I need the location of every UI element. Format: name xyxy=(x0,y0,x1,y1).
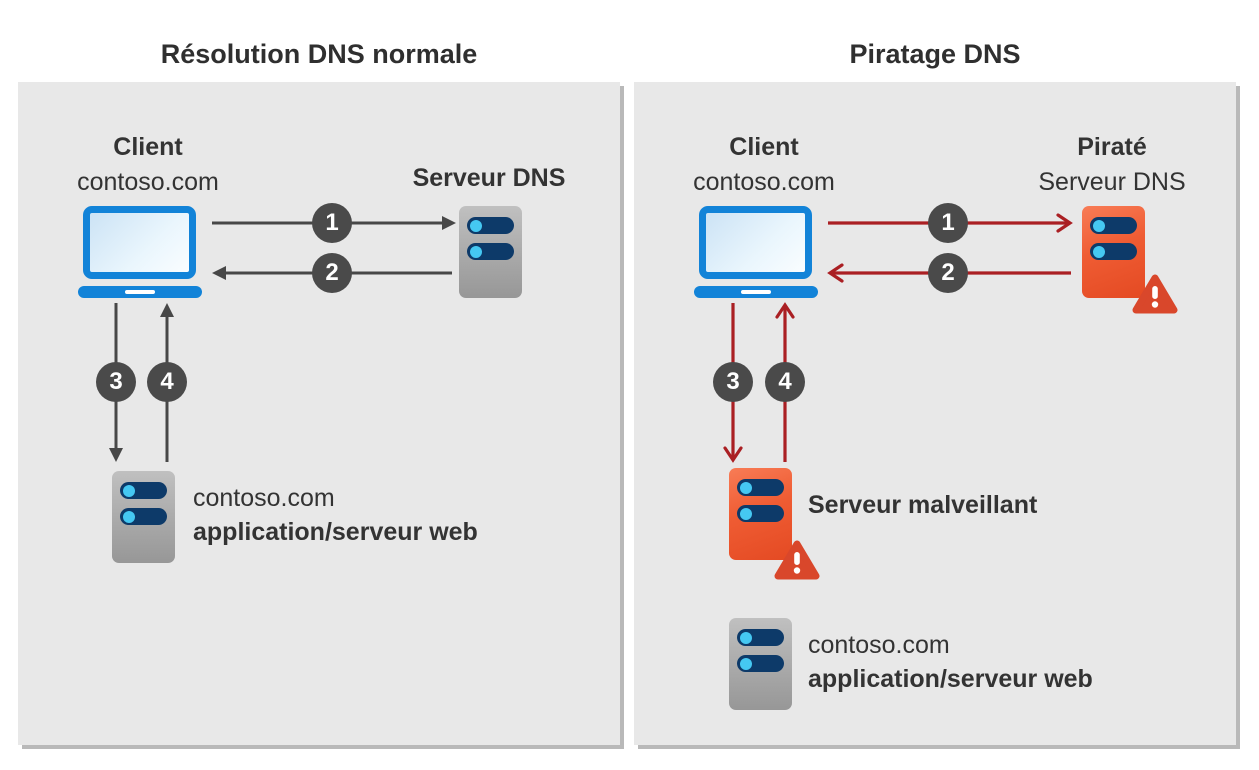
laptop-base xyxy=(78,286,202,298)
right-panel-title: Piratage DNS xyxy=(849,39,1021,69)
dns-server-label: Serveur DNS xyxy=(412,164,566,192)
server-slot xyxy=(1090,243,1137,260)
malicious-server-label: Serveur malveillant xyxy=(808,491,1038,519)
laptop-base xyxy=(694,286,818,298)
step-4-badge: 4 xyxy=(147,362,187,402)
web-server-icon xyxy=(729,618,792,710)
web-server-label: contoso.com application/serveur web xyxy=(808,631,1093,693)
hacked-dns-server-label: Piraté Serveur DNS xyxy=(1038,133,1186,196)
step-3-badge: 3 xyxy=(96,362,136,402)
client-label: Client contoso.com xyxy=(77,133,219,196)
server-slot xyxy=(120,482,167,499)
server-slot xyxy=(120,508,167,525)
laptop-notch xyxy=(741,290,771,294)
step-2-badge: 2 xyxy=(312,253,352,293)
web-server-icon xyxy=(112,471,175,563)
laptop-icon xyxy=(694,206,818,298)
server-slot xyxy=(737,479,784,496)
server-slot xyxy=(467,243,514,260)
laptop-notch xyxy=(125,290,155,294)
web-server-label: contoso.com application/serveur web xyxy=(193,484,478,546)
panel-dns-hijacking: Client contoso.com Piraté Serveur DNS 1 … xyxy=(634,82,1236,745)
hacked-dns-server-icon xyxy=(1082,206,1145,298)
warning-triangle-icon xyxy=(774,540,820,580)
laptop-screen xyxy=(83,206,196,279)
step-1-badge: 1 xyxy=(928,203,968,243)
dns-server-icon xyxy=(459,206,522,298)
laptop-icon xyxy=(78,206,202,298)
malicious-server-icon xyxy=(729,468,792,560)
server-slot xyxy=(737,655,784,672)
step-2-badge: 2 xyxy=(928,253,968,293)
step-3-badge: 3 xyxy=(713,362,753,402)
client-label: Client contoso.com xyxy=(693,133,835,196)
panel-normal-dns: Client contoso.com Serveur DNS 1 2 3 4 c… xyxy=(18,82,620,745)
laptop-screen xyxy=(699,206,812,279)
server-slot xyxy=(737,505,784,522)
server-slot xyxy=(1090,217,1137,234)
warning-triangle-icon xyxy=(1132,274,1178,314)
server-slot xyxy=(467,217,514,234)
step-1-badge: 1 xyxy=(312,203,352,243)
step-4-badge: 4 xyxy=(765,362,805,402)
server-slot xyxy=(737,629,784,646)
left-panel-title: Résolution DNS normale xyxy=(160,39,478,69)
